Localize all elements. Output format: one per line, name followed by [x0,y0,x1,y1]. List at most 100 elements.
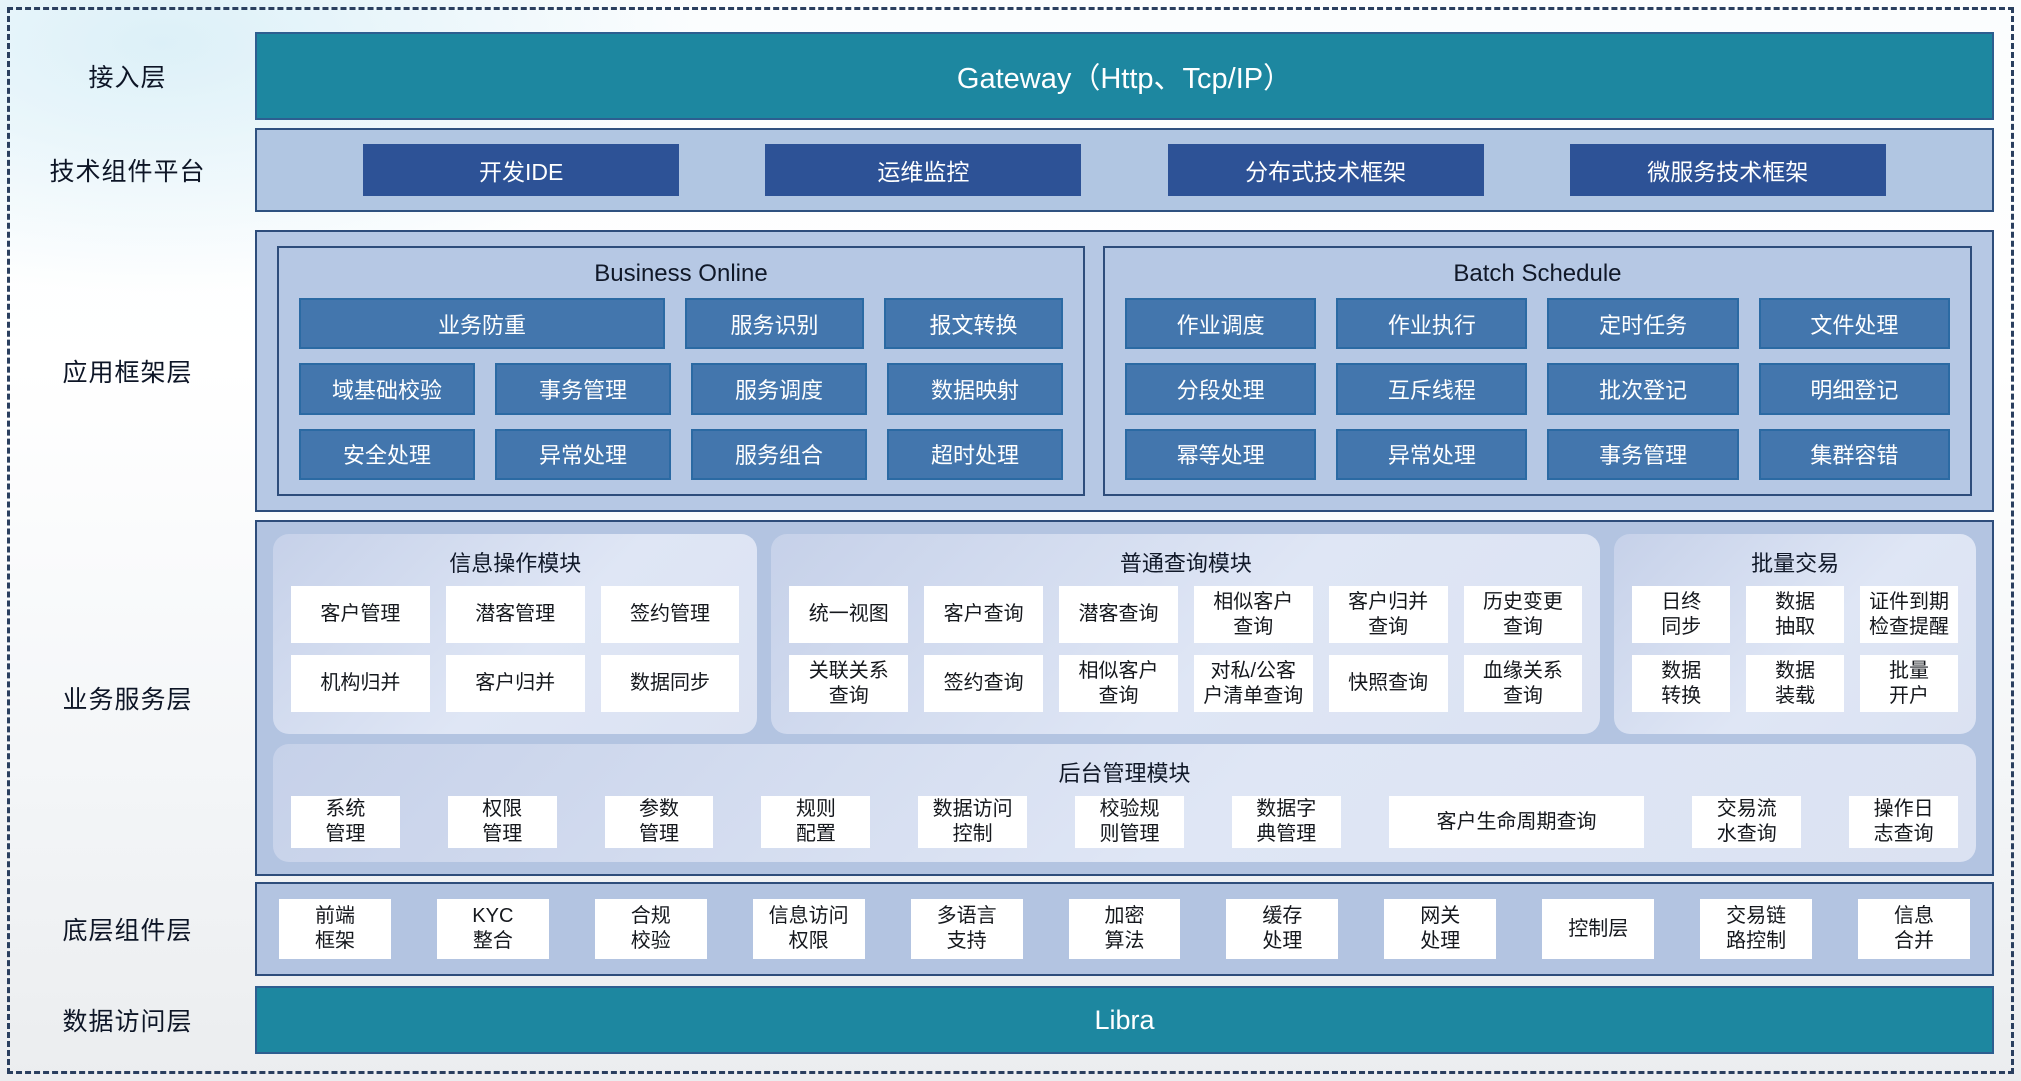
service-box: 日终 同步 [1632,586,1731,643]
service-box: 校验规 则管理 [1075,796,1184,848]
app-framework-box: 明细登记 [1758,363,1950,415]
layer-label-tech-platform: 技术组件平台 [49,158,206,186]
tech-platform-button: 运维监控 [765,144,1082,196]
service-box: 数据 抽取 [1746,586,1845,643]
app-framework-box: 服务调度 [690,363,867,415]
app-framework-box: 业务防重 [299,298,666,350]
app-framework-box: 数据映射 [886,363,1063,415]
info-operation-module-panel: 信息操作模块 客户管理潜客管理签约管理 机构归并客户归并数据同步 [273,534,758,734]
service-box: 客户查询 [924,586,1044,643]
component-box: 信息访问 权限 [752,899,865,959]
app-framework-box: 作业调度 [1124,298,1317,350]
layer-app-framework: 应用框架层 Business Online 业务防重服务识别报文转换 域基础校验… [0,230,2021,512]
service-box: 客户归并 [445,655,585,712]
service-box: 系统 管理 [291,796,400,848]
app-framework-box: 集群容错 [1758,428,1950,480]
gateway-bar: Gateway（Http、Tcp/IP） [255,32,1994,120]
backend-management-panel: 后台管理模块 系统 管理权限 管理参数 管理规则 配置数据访问 控制校验规 则管… [273,744,1976,862]
business-online-section: Business Online 业务防重服务识别报文转换 域基础校验事务管理服务… [277,246,1085,496]
app-framework-box: 异常处理 [1336,428,1528,480]
app-framework-box: 异常处理 [494,428,671,480]
app-framework-box: 超时处理 [886,428,1063,480]
component-box: 交易链 路控制 [1700,899,1813,959]
service-box: 血缘关系 查询 [1463,655,1583,712]
common-query-module-panel: 普通查询模块 统一视图客户查询潜客查询相似客户 查询客户归并 查询历史变更 查询… [771,534,1601,734]
service-box: 签约查询 [924,655,1044,712]
app-framework-box: 作业执行 [1336,298,1528,350]
service-box: 规则 配置 [761,796,871,848]
layer-label-base-components: 底层组件层 [62,917,193,945]
batch-schedule-section: Batch Schedule 作业调度作业执行定时任务文件处理 分段处理互斥线程… [1102,246,1972,496]
tech-platform-button: 微服务技术框架 [1569,144,1886,196]
service-box: 客户生命周期查询 [1388,796,1645,848]
service-box: 相似客户 查询 [1059,655,1178,712]
service-box: 数据访问 控制 [918,796,1028,848]
service-box: 数据同步 [600,655,740,712]
common-query-module-title: 普通查询模块 [1119,551,1252,576]
component-box: KYC 整合 [436,899,549,959]
service-box: 机构归并 [291,655,430,712]
component-box: 多语言 支持 [910,899,1023,959]
layer-business-service: 业务服务层 信息操作模块 客户管理潜客管理签约管理 机构归并客户归并数据同步 普… [0,520,2021,876]
component-box: 缓存 处理 [1226,899,1339,959]
service-box: 相似客户 查询 [1193,586,1313,643]
service-box: 批量 开户 [1860,655,1958,712]
component-box: 合规 校验 [594,899,707,959]
backend-management-title: 后台管理模块 [1058,761,1191,786]
service-box: 潜客管理 [445,586,585,643]
app-framework-container: Business Online 业务防重服务识别报文转换 域基础校验事务管理服务… [255,230,1994,512]
app-framework-box: 定时任务 [1547,298,1739,350]
component-box: 信息 合并 [1858,899,1970,959]
batch-transaction-panel: 批量交易 日终 同步数据 抽取证件到期 检查提醒 数据 转换数据 装载批量 开户 [1614,534,1976,734]
app-framework-box: 报文转换 [884,298,1063,350]
service-box: 潜客查询 [1059,586,1178,643]
app-framework-box: 服务识别 [685,298,865,350]
component-box: 加密 算法 [1068,899,1181,959]
tech-platform-container: 开发IDE 运维监控 分布式技术框架 微服务技术框架 [255,128,1994,212]
layer-tech-platform: 技术组件平台 开发IDE 运维监控 分布式技术框架 微服务技术框架 [0,128,2021,212]
layer-access: 接入层 Gateway（Http、Tcp/IP） [0,32,2021,120]
app-framework-box: 安全处理 [299,428,475,480]
service-box: 客户归并 查询 [1328,586,1448,643]
app-framework-box: 互斥线程 [1336,363,1528,415]
service-box: 数据 装载 [1746,655,1845,712]
service-box: 数据 转换 [1632,655,1731,712]
layer-data-access: 数据访问层 Libra [0,986,2021,1054]
batch-schedule-title: Batch Schedule [1453,260,1622,287]
layer-label-app-framework: 应用框架层 [62,359,193,387]
app-framework-box: 文件处理 [1758,298,1950,350]
component-box: 控制层 [1542,899,1655,959]
layer-label-data-access: 数据访问层 [62,1008,193,1036]
business-service-container: 信息操作模块 客户管理潜客管理签约管理 机构归并客户归并数据同步 普通查询模块 … [255,520,1994,876]
business-online-title: Business Online [594,260,768,287]
service-box: 统一视图 [789,586,909,643]
layer-label-access: 接入层 [88,64,167,92]
app-framework-box: 域基础校验 [299,363,475,415]
service-box: 客户管理 [291,586,430,643]
app-framework-box: 批次登记 [1547,363,1739,415]
batch-transaction-title: 批量交易 [1751,551,1840,576]
service-box: 数据字 典管理 [1231,796,1341,848]
service-box: 历史变更 查询 [1463,586,1583,643]
service-box: 签约管理 [600,586,740,643]
service-box: 关联关系 查询 [789,655,909,712]
tech-platform-button: 分布式技术框架 [1167,144,1484,196]
service-box: 操作日 志查询 [1849,796,1959,848]
app-framework-box: 幂等处理 [1124,428,1317,480]
app-framework-box: 分段处理 [1124,363,1317,415]
app-framework-box: 事务管理 [494,363,671,415]
service-box: 快照查询 [1328,655,1448,712]
layer-label-business-service: 业务服务层 [62,686,193,714]
app-framework-box: 事务管理 [1547,428,1739,480]
service-box: 交易流 水查询 [1692,796,1802,848]
service-box: 证件到期 检查提醒 [1860,586,1958,643]
service-box: 对私/公客 户清单查询 [1193,655,1313,712]
component-box: 网关 处理 [1384,899,1497,959]
libra-bar: Libra [255,986,1994,1054]
app-framework-box: 服务组合 [690,428,867,480]
tech-platform-button: 开发IDE [363,144,680,196]
service-box: 权限 管理 [447,796,557,848]
